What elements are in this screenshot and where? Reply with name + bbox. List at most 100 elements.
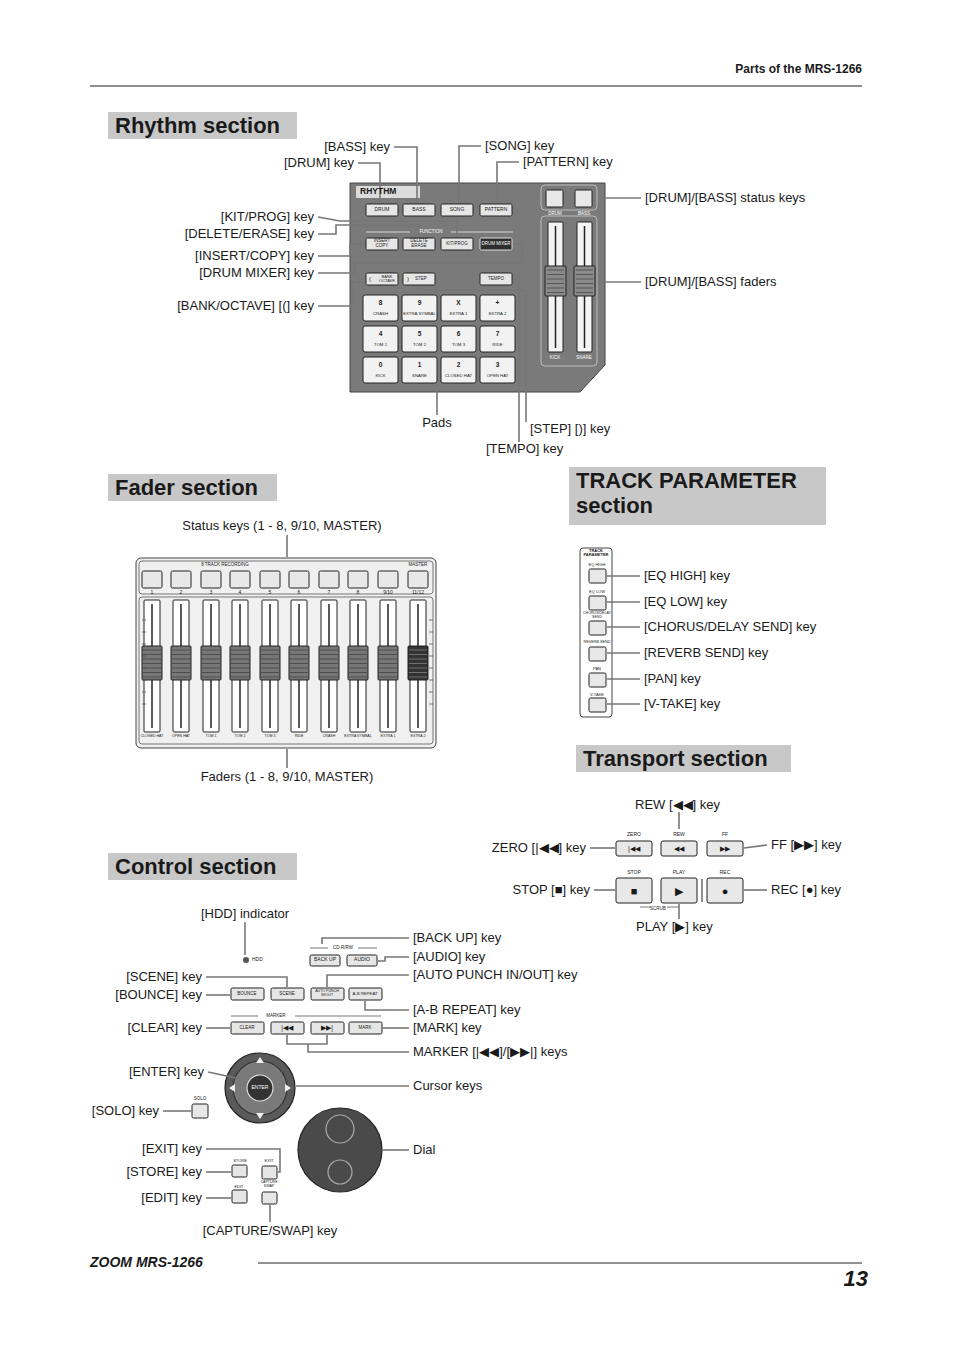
key (589, 673, 606, 687)
leader-line (459, 146, 481, 203)
callout-label: [DRUM]/[BASS] faders (645, 275, 776, 289)
leader-line (678, 904, 680, 919)
key-legend: EQ LOW (589, 590, 605, 594)
knob-stripe (349, 654, 367, 655)
leader-line (358, 163, 380, 203)
knob-stripe (231, 650, 249, 651)
fader-knob (574, 266, 595, 296)
separator (702, 879, 703, 902)
key-legend: 8 (357, 590, 360, 596)
knob-stripe (202, 677, 220, 678)
key-legend: 4 (239, 590, 242, 596)
key (589, 569, 606, 583)
leader-line (383, 1149, 409, 1151)
knob-stripe (202, 668, 220, 669)
scale-tick (142, 656, 146, 657)
knob-stripe (261, 650, 279, 651)
callout-label: [CAPTURE/SWAP] key (203, 1224, 338, 1238)
knob-stripe (349, 677, 367, 678)
key-legend: MARK (358, 1026, 371, 1031)
key (480, 204, 512, 216)
pad (363, 326, 398, 352)
key-legend: TOM 1 (374, 343, 387, 348)
knob-stripe (261, 668, 279, 669)
key (201, 571, 221, 588)
fader-knob (348, 646, 368, 680)
knob-stripe (172, 654, 190, 655)
key-legend: 1 (418, 361, 422, 368)
leader-line (594, 889, 615, 891)
knob-stripe (290, 654, 308, 655)
callout-label: [AUTO PUNCH IN/OUT] key (413, 968, 577, 982)
key-legend: 4 (379, 330, 383, 337)
callout-label: [INSERT/COPY] key (195, 249, 314, 263)
key-legend: CD-R/RW (333, 946, 353, 951)
key-legend: EXTRA SYMBAL (344, 735, 371, 739)
leader-line (678, 812, 680, 829)
fader-knob (260, 646, 280, 680)
callout-label: [A-B REPEAT] key (413, 1003, 520, 1017)
cursor-arrow (256, 1057, 264, 1063)
key (480, 238, 512, 250)
knob-stripe (547, 292, 564, 293)
key-legend: DELETE ERASE (404, 239, 434, 249)
key-legend: OPEN HAT (487, 374, 509, 379)
fader-knob (201, 646, 221, 680)
key-legend: REW (673, 832, 685, 838)
key-legend: 9/10 (383, 590, 393, 596)
key (616, 841, 652, 856)
knob-stripe (576, 274, 593, 275)
callout-label: [ENTER] key (129, 1065, 204, 1079)
scale-tick (142, 632, 146, 633)
rule (90, 86, 862, 87)
key-legend: CLOSED HAT (141, 735, 164, 739)
callout-label: [STEP] [)] key (530, 422, 610, 436)
scale-tick (429, 704, 433, 705)
section-heading: Rhythm section (108, 112, 297, 139)
callout-label: [DELETE/ERASE] key (185, 227, 314, 241)
key-legend: 11/12 (412, 590, 424, 596)
callout-label: Parts of the MRS-1266 (735, 63, 862, 76)
leader-line (607, 678, 640, 680)
cursor-ring (233, 1061, 287, 1115)
key-legend: MARKER (266, 1014, 285, 1019)
key-legend: RIDE (492, 343, 502, 348)
rhythm-panel (350, 183, 605, 392)
callout-label: PLAY [▶] key (636, 920, 713, 934)
key (378, 571, 398, 588)
key (589, 621, 606, 635)
rule (258, 1263, 862, 1264)
bracket (667, 907, 679, 908)
callout-label: [CHORUS/DELAY SEND] key (644, 620, 816, 634)
callout-label: Status keys (1 - 8, 9/10, MASTER) (182, 519, 381, 533)
knob-stripe (202, 659, 220, 660)
knob-stripe (379, 672, 397, 673)
knob-stripe (143, 672, 161, 673)
leader-line (296, 1085, 409, 1087)
leader-line (365, 1001, 409, 1010)
knob-stripe (320, 668, 338, 669)
scale-tick (142, 692, 146, 693)
knob-stripe (409, 654, 427, 655)
key-legend: DRUM (375, 207, 390, 213)
leader-line (318, 225, 419, 237)
knob-stripe (576, 279, 593, 280)
key-legend: ■ (631, 885, 638, 897)
knob-stripe (143, 659, 161, 660)
knob-stripe (172, 668, 190, 669)
key-legend: SNARE (576, 356, 592, 361)
callout-label: [EQ HIGH] key (644, 569, 730, 583)
scale-tick (429, 680, 433, 681)
knob-stripe (547, 270, 564, 271)
callout-label: [EDIT] key (141, 1191, 202, 1205)
key (575, 190, 592, 207)
key (349, 988, 382, 1000)
key-legend: PATTERN (485, 207, 508, 213)
key-legend: 2 (180, 590, 183, 596)
bracket (231, 1016, 258, 1017)
key (192, 1104, 208, 1118)
key-legend: SONG (450, 207, 465, 213)
knob-stripe (231, 668, 249, 669)
knob-stripe (576, 283, 593, 284)
key-legend: KICK (375, 374, 385, 379)
